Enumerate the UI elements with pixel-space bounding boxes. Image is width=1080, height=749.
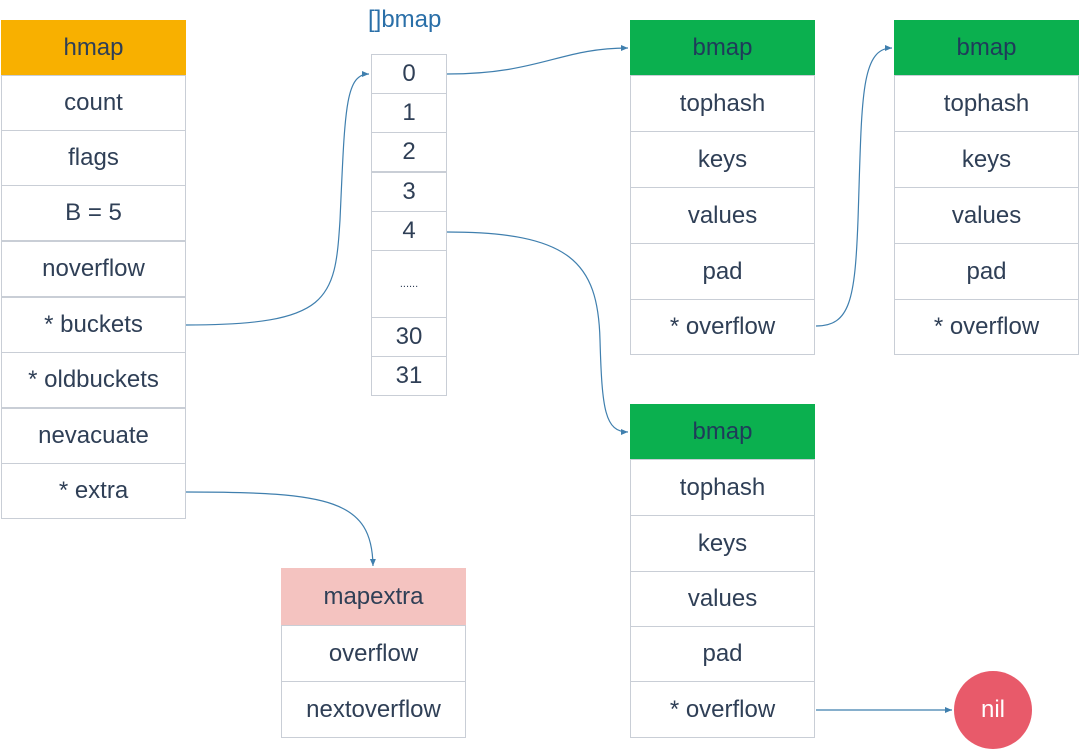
bmap-struct-3: bmap tophash keys values pad * overflow [630, 404, 815, 738]
bmap-header: bmap [894, 20, 1079, 76]
hmap-header: hmap [1, 20, 186, 76]
bmap-field-overflow: * overflow [894, 299, 1079, 355]
hmap-struct: hmap count flags B = 5 noverflow * bucke… [1, 20, 186, 519]
arrow-slot4-to-bmap3 [446, 231, 629, 435]
bmap-field-keys: keys [630, 131, 815, 188]
bmap-header: bmap [630, 404, 815, 460]
arrow-extra-to-mapextra [185, 491, 376, 567]
bucket-slot: 31 [371, 356, 447, 396]
bmap-field-overflow: * overflow [630, 299, 815, 355]
bmap-field-tophash: tophash [630, 459, 815, 516]
bmap-field-tophash: tophash [894, 75, 1079, 132]
bucket-slot: 1 [371, 93, 447, 133]
bucket-slot: 2 [371, 132, 447, 172]
arrow-bmap1-overflow-to-bmap2 [815, 45, 893, 327]
mapextra-field-nextoverflow: nextoverflow [281, 681, 466, 738]
nil-node: nil [954, 671, 1032, 749]
hmap-field-noverflow: noverflow [1, 241, 186, 297]
bmap-field-pad: pad [630, 243, 815, 300]
mapextra-field-overflow: overflow [281, 625, 466, 682]
bmap-struct-1: bmap tophash keys values pad * overflow [630, 20, 815, 355]
hmap-field-extra: * extra [1, 463, 186, 519]
bmap-field-tophash: tophash [630, 75, 815, 132]
bmap-field-values: values [630, 187, 815, 244]
bmap-field-keys: keys [630, 515, 815, 572]
hmap-field-flags: flags [1, 130, 186, 186]
buckets-array: 0 1 2 3 4 ...... 30 31 [371, 54, 447, 396]
mapextra-header: mapextra [281, 568, 466, 626]
hmap-field-oldbuckets: * oldbuckets [1, 352, 186, 408]
bmap-field-values: values [894, 187, 1079, 244]
mapextra-struct: mapextra overflow nextoverflow [281, 568, 466, 738]
bmap-field-values: values [630, 571, 815, 627]
bucket-slot: 4 [371, 211, 447, 251]
bucket-slot: 0 [371, 54, 447, 94]
hmap-field-b: B = 5 [1, 185, 186, 241]
hmap-field-nevacuate: nevacuate [1, 408, 186, 464]
buckets-array-title: []bmap [368, 6, 442, 33]
arrow-slot0-to-bmap1 [446, 45, 629, 75]
bmap-struct-2: bmap tophash keys values pad * overflow [894, 20, 1079, 355]
bmap-field-overflow: * overflow [630, 681, 815, 738]
arrow-buckets-to-array [185, 71, 370, 326]
hmap-field-buckets: * buckets [1, 297, 186, 353]
